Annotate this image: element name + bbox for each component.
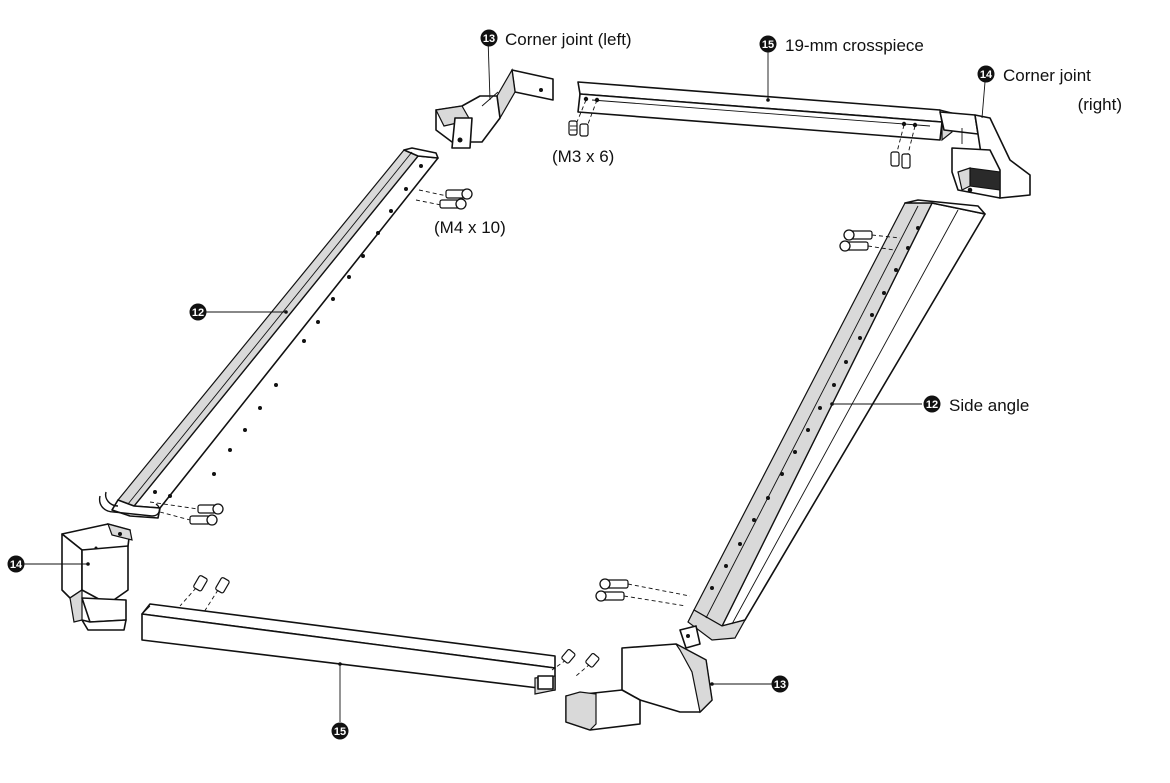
corner-joint-right-label: Corner joint (1003, 66, 1091, 85)
label-corner-bottom-right: 13 (771, 675, 789, 693)
callout-number: 13 (483, 33, 495, 45)
callout-badge-15 (331, 722, 349, 740)
callout-badge-14 (977, 65, 995, 83)
m3-screws-left (568, 99, 598, 137)
corner-joint-left-label: Corner joint (left) (505, 30, 632, 49)
corner-joint-right-top (939, 111, 1031, 199)
label-side-angle-right: 12 Side angle (923, 395, 1029, 415)
m3-screws-right (890, 124, 916, 169)
label-corner-joint-left: 13 Corner joint (left) (480, 29, 632, 49)
callout-number: 12 (926, 399, 938, 411)
label-crosspiece-bottom: 15 (331, 722, 349, 740)
callout-number: 15 (762, 39, 774, 51)
left-angle-holes (153, 164, 423, 498)
screw-m4-label: (M4 x 10) (434, 218, 506, 237)
corner-joint-left-top (435, 68, 554, 149)
label-corner-joint-right: 14 Corner joint (right) (977, 65, 1122, 114)
screws-bottom-right (551, 649, 600, 677)
bottom-crosspiece (141, 603, 556, 695)
screws-right-lower (595, 578, 691, 607)
right-angle-holes (710, 226, 920, 590)
right-side-angle (687, 199, 986, 641)
callout-badge-12 (923, 395, 941, 413)
callout-badge-13 (480, 29, 498, 47)
top-crosspiece (577, 81, 953, 142)
corner-joint-left-bottom (61, 523, 133, 631)
screws-right-upper (839, 229, 901, 252)
corner-joint-right-label-line2: (right) (1078, 95, 1122, 114)
callout-badge-12 (189, 303, 207, 321)
callout-number: 15 (334, 726, 346, 738)
corner-joint-right-bottom (565, 625, 713, 731)
callout-badge-15 (759, 35, 777, 53)
label-crosspiece-top: 15 19-mm crosspiece (759, 35, 924, 55)
callout-number: 12 (192, 307, 204, 319)
leader-lines (24, 37, 986, 722)
callout-badge-13 (771, 675, 789, 693)
screw-m3-label: (M3 x 6) (552, 147, 614, 166)
screws-bottom-left (179, 575, 230, 613)
m4-screws-lower (149, 501, 224, 526)
callout-number: 14 (980, 69, 993, 81)
m4-screws-upper (415, 188, 473, 210)
left-side-angle (98, 147, 439, 519)
label-corner-bottom-left: 14 (7, 555, 25, 573)
callout-number: 14 (10, 559, 23, 571)
side-angle-label: Side angle (949, 396, 1029, 415)
crosspiece-label: 19-mm crosspiece (785, 36, 924, 55)
callout-badge-14 (7, 555, 25, 573)
label-side-angle-left: 12 (189, 303, 207, 321)
callout-number: 13 (774, 679, 786, 691)
